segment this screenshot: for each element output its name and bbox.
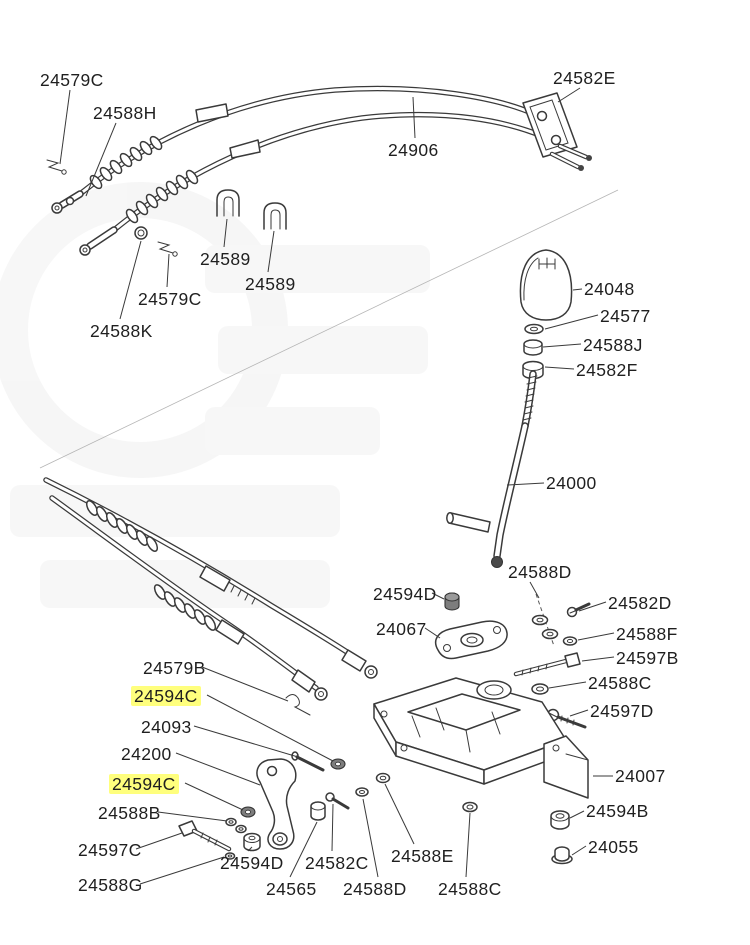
washers-24588B: [225, 817, 247, 834]
leader-line-24594C: [206, 694, 334, 762]
leader-lines: [59, 87, 615, 885]
leader-line-24577: [544, 314, 599, 330]
leader-line-24594B: [569, 810, 585, 819]
washer-24594C-upper: [330, 758, 346, 770]
washer-24577: [524, 323, 544, 335]
leader-line-24588F: [577, 632, 615, 641]
leader-line-24588B: [157, 811, 228, 822]
bracket-24067: [434, 620, 508, 660]
leader-line-24582C: [331, 803, 334, 852]
ring-24588K: [134, 226, 148, 240]
leader-line-24055: [571, 845, 587, 856]
washer-24588C-lower: [462, 801, 478, 813]
clip-24589-b: [263, 202, 287, 230]
washer-24588E: [375, 772, 391, 784]
lower-shift-cables: [43, 477, 378, 716]
leader-line-24067: [424, 627, 441, 639]
leader-line-24588C: [548, 681, 587, 689]
leader-line-24579C: [59, 89, 71, 165]
washer-24588D-lower: [355, 787, 369, 797]
washer-24588C-right: [531, 683, 549, 695]
leader-line-24589: [267, 230, 275, 273]
washer-24588F: [562, 636, 578, 646]
pin-24582C: [325, 792, 350, 810]
shift-lever-24000: [446, 370, 538, 568]
base-housing-24007: [373, 677, 589, 799]
leader-line-24588D: [529, 581, 540, 599]
leader-line-24594D: [431, 592, 445, 600]
leader-line-24594D: [247, 846, 253, 852]
washer-24588G: [224, 852, 236, 860]
leader-line-24582D: [578, 601, 607, 612]
leader-line-24588H: [85, 122, 117, 197]
shift-cables-24906: [51, 85, 545, 256]
cable-bracket-24582E: [522, 92, 592, 171]
washer-24594C-lower: [240, 806, 256, 818]
leader-line-24597C: [135, 832, 183, 850]
cable-boot: [85, 500, 159, 552]
crank-lever-24200: [256, 758, 297, 850]
bushing-24565: [310, 801, 326, 821]
cap-24594D-upper: [444, 592, 460, 611]
bolt-24597B: [513, 652, 581, 677]
clip-24579C-top: [46, 159, 67, 175]
leader-line-24048: [572, 288, 583, 291]
grommet-24594B: [550, 810, 570, 830]
nut-24588J: [523, 339, 543, 356]
leader-line-24579B: [201, 666, 289, 702]
clip-24589-a: [216, 189, 240, 217]
clip-24579C-mid: [157, 241, 178, 257]
cable-boot: [125, 169, 199, 224]
leader-line-24200: [175, 752, 261, 786]
cable-boot: [153, 584, 217, 631]
leader-line-24588J: [542, 343, 582, 348]
bolt-24582D: [566, 602, 591, 618]
pin-24093: [291, 751, 325, 772]
leader-line-24588E: [384, 783, 415, 845]
leader-line-24000: [506, 482, 545, 486]
washer-stack-24588D: [531, 593, 559, 647]
leader-line-24588D: [362, 798, 379, 878]
bolt-24597C: [178, 820, 232, 852]
leader-line-24579C: [166, 253, 170, 288]
leader-line-24597D: [569, 709, 589, 717]
leader-line-24582F: [544, 366, 575, 370]
watermark-logo: [0, 182, 430, 608]
leader-line-24589: [223, 218, 228, 248]
leader-line-24565: [289, 821, 318, 878]
leader-line-24588G: [139, 856, 225, 885]
bushing-24594D-lower: [243, 832, 261, 852]
leader-line-24597B: [581, 656, 615, 662]
leader-line-24588C: [465, 812, 471, 878]
construction-line: [39, 189, 619, 469]
leader-line-24093: [193, 725, 299, 758]
shift-knob-24048: [519, 249, 573, 321]
shift-pattern-icon: [538, 257, 556, 270]
leader-line-24594C: [184, 782, 244, 811]
leader-line-24582E: [557, 87, 581, 103]
leader-line-24906: [412, 96, 416, 139]
clip-24579B: [285, 694, 311, 716]
leader-line-24588K: [119, 240, 142, 320]
stopper-24055: [551, 846, 573, 865]
